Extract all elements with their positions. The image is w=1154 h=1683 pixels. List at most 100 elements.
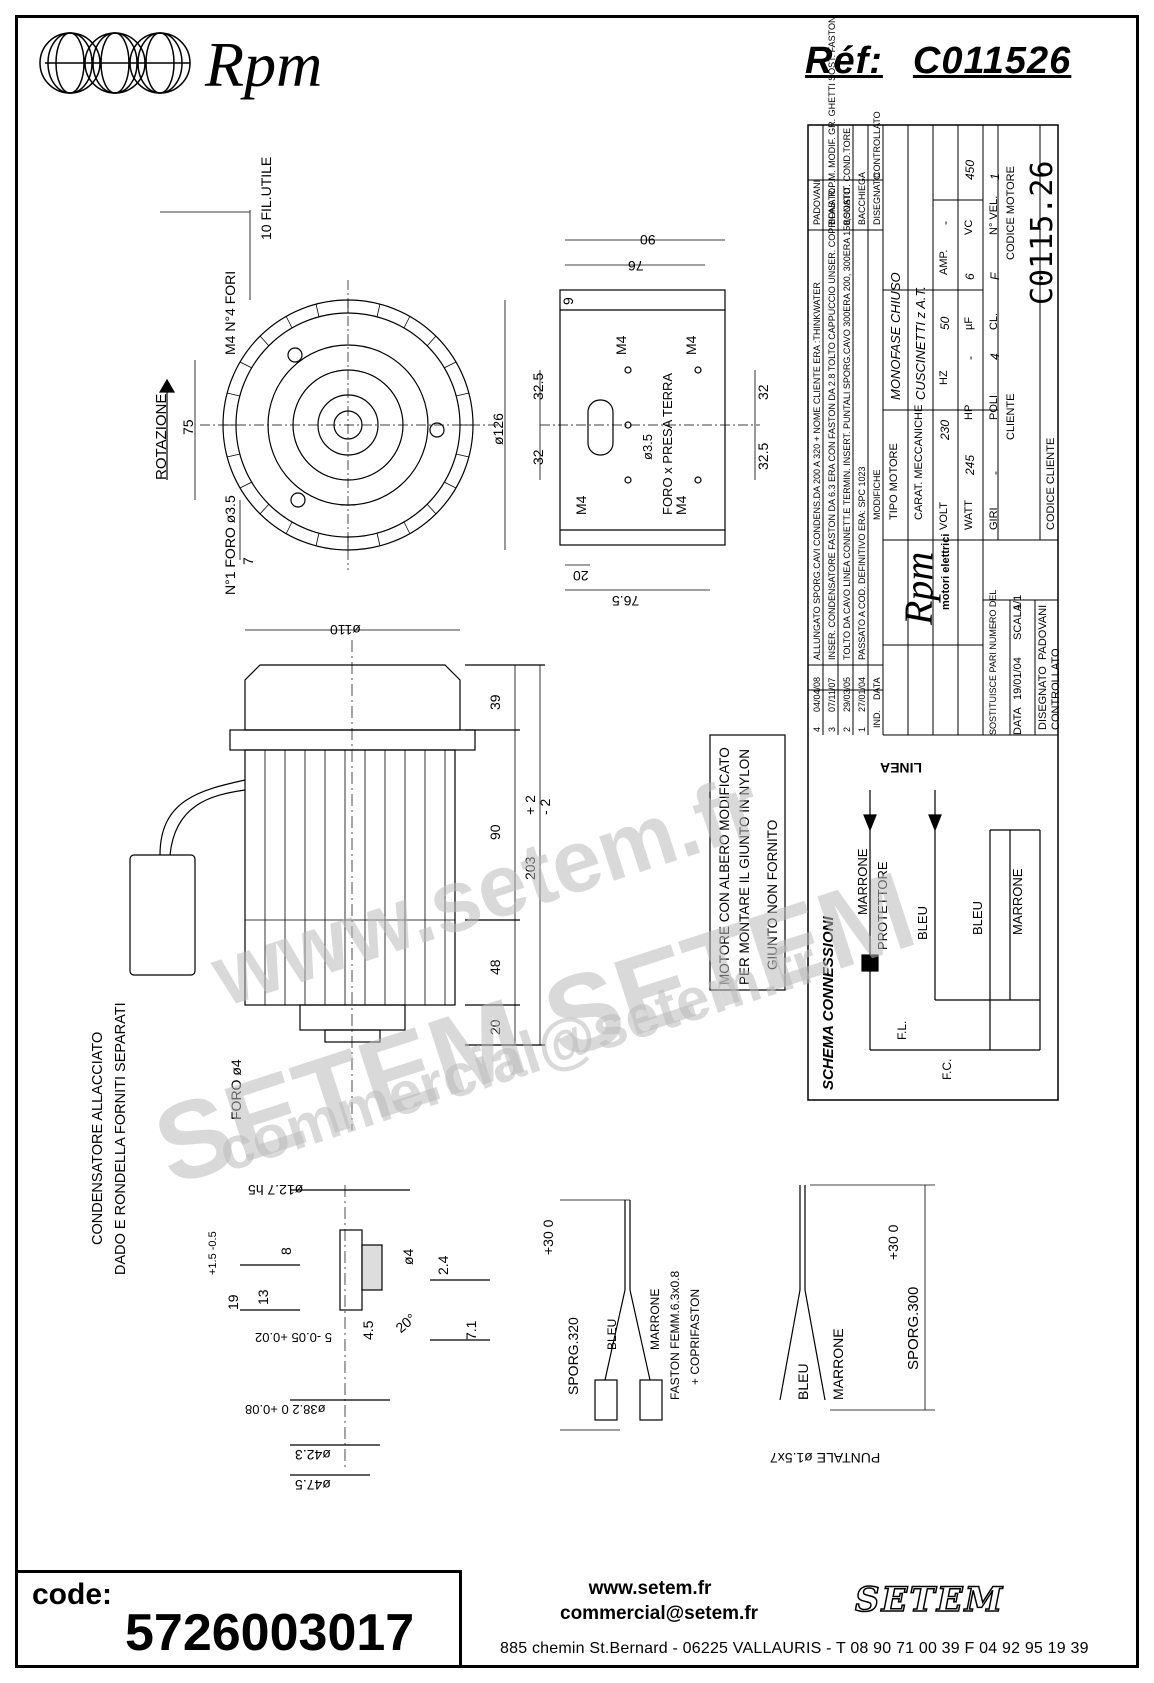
revision-date: 29/03/05	[842, 676, 852, 712]
bracket-m4-a: M4	[613, 335, 629, 355]
cable-detail-2	[779, 1184, 935, 1411]
cable1-bleu: BLEU	[605, 1318, 619, 1350]
spec-volt: 230	[938, 419, 952, 440]
title-block-logo-sub: motori elettrici	[940, 533, 952, 610]
cable2-puntale: PUNTALE ø1.5x7	[770, 1450, 881, 1466]
revision-n: 4	[812, 726, 822, 732]
bracket-m4-c: M4	[573, 495, 589, 515]
bracket-dim-90: 90	[640, 232, 656, 248]
foro-35-label: ø3.5	[640, 433, 655, 460]
spec-vc: 450	[963, 159, 977, 180]
carat-label: CARAT. MECCANICHE	[913, 404, 925, 520]
shaft-d24: 2.4	[435, 1255, 451, 1275]
bracket-dim-32-5b: 32.5	[755, 442, 771, 470]
cable1-marrone: MARRONE	[648, 1288, 662, 1350]
rpm-logo-icon	[39, 32, 191, 94]
hdr-controllato: CONTROLLATO	[872, 111, 882, 178]
spec-hp: -	[963, 356, 977, 360]
bracket-dim-9: 9	[560, 297, 576, 305]
spec-volt-label: VOLT	[938, 502, 950, 530]
cable1-coprifaston: + COPRIFASTON	[688, 1288, 702, 1385]
tipo-motore: MONOFASE CHIUSO	[888, 272, 903, 400]
title-block	[807, 124, 1059, 1101]
setem-logo: SETEM	[854, 1579, 1005, 1621]
email-link[interactable]: commercial@setem.fr	[560, 1603, 759, 1624]
revision-by: BACCHIEGA	[857, 171, 867, 225]
revision-by: BONATO	[827, 187, 837, 225]
revision-date: 07/11/07	[827, 677, 837, 712]
cable-detail-1	[560, 1199, 663, 1431]
bracket-dim-76-5: 76.5	[612, 593, 640, 609]
code-label: code:	[32, 1578, 113, 1611]
schema-fl: F.L.	[895, 1020, 909, 1040]
bracket-m4-d: M4	[673, 495, 689, 515]
hdr-disegnato: DISEGNATO	[872, 172, 882, 225]
dim-126: ø126	[490, 413, 506, 445]
spec-nvel-label: N° VEL.	[988, 195, 1000, 235]
shaft-d45: 4.5	[360, 1320, 376, 1340]
ref-value: C011526	[912, 40, 1072, 82]
shaft-tol19: +1.5 -0.5	[207, 1231, 219, 1275]
cable2-marrone: MARRONE	[830, 1328, 846, 1400]
cable1-tol: +30 0	[540, 1219, 556, 1255]
revision-n: 2	[842, 726, 852, 732]
motor-side-view	[129, 629, 786, 1130]
schema-marrone-2: MARRONE	[1010, 868, 1025, 935]
code-value: 5726003017	[125, 1604, 415, 1662]
dim-75: 75	[180, 419, 196, 435]
foro-terra-label: FORO x PRESA TERRA	[660, 372, 675, 515]
motor-dim-110: ø110	[330, 622, 361, 638]
drawing-frame	[15, 15, 1139, 1668]
bracket-dim-32-5a: 32.5	[530, 372, 546, 400]
spec-hz-label: HZ	[938, 370, 950, 385]
condensatore-label: CONDENSATORE ALLACCIATO	[90, 1031, 106, 1245]
data-value: 19/01/04	[1012, 657, 1024, 700]
spec-amp: -	[938, 221, 952, 225]
cable2-sporg: SPORG.300	[905, 1286, 922, 1370]
shaft-detail	[240, 1185, 490, 1476]
hdr-modifiche: MODIFICHE	[872, 469, 882, 521]
spec-giri-label: GIRI	[988, 507, 1000, 530]
spec-amp-label: AMP.	[938, 249, 950, 275]
spec-uf: 6	[963, 273, 977, 280]
scala-value: 1/1	[1012, 594, 1024, 610]
spec-uf-label: µF	[963, 316, 975, 330]
brand-logo-text: Rpm	[205, 29, 323, 100]
revision-text: PASSATO A COD. DEFINITIVO ERA: SPC 1023	[857, 466, 867, 660]
spec-nvel: 1	[988, 173, 1002, 180]
website-link[interactable]: www.setem.fr	[588, 1578, 712, 1599]
sostituisce-label: SOSTITUISCE PARI NUMERO DEL	[988, 589, 998, 735]
spec-poli-label: POLI	[988, 394, 1000, 420]
shaft-d19: 19	[225, 1294, 241, 1310]
shaft-d5: 5 -0.05 +0.02	[255, 1330, 332, 1345]
shaft-d8: 8	[278, 1247, 294, 1255]
bracket-dim-32a: 32	[530, 449, 546, 465]
spec-vc-label: VC	[963, 219, 975, 235]
spec-cl-label: CL.	[988, 312, 1000, 330]
sostituisce-value: -	[988, 622, 998, 625]
bracket-dim-76: 76	[628, 258, 644, 274]
cliente-label: CLIENTE	[1005, 393, 1017, 440]
codice-cliente-label: CODICE CLIENTE	[1045, 437, 1057, 530]
cable2-bleu: BLEU	[795, 1363, 811, 1400]
spec-hp-label: HP	[963, 404, 975, 420]
spec-cl: F	[988, 272, 1002, 280]
shaft-d38: ø38.2 0 +0.08	[245, 1402, 326, 1417]
revision-n: 1	[857, 726, 867, 732]
top-view-drawing	[158, 210, 506, 570]
spec-poli: 4	[988, 353, 1002, 360]
schema-linea: LINEA	[880, 760, 922, 776]
revision-date: 04/04/08	[812, 676, 822, 712]
controllato-label: CONTROLLATO	[1050, 648, 1062, 731]
revision-date: 27/01/04	[857, 676, 867, 712]
shaft-d423: ø42.3	[295, 1447, 331, 1463]
revision-text: INSER. CONDENSATORE FASTON DA 6.3 ERA CO…	[827, 16, 837, 660]
motor-dim-39: 39	[487, 694, 503, 710]
shaft-d4: ø4	[400, 1248, 416, 1265]
bracket-dim-32b: 32	[755, 384, 771, 400]
title-block-logo: Rpm	[896, 551, 941, 625]
schema-fc: F.C.	[940, 1058, 954, 1080]
codice-motore-label: CODICE MOTORE	[1005, 166, 1017, 260]
cable1-sporg: SPORG.320	[565, 1317, 581, 1395]
